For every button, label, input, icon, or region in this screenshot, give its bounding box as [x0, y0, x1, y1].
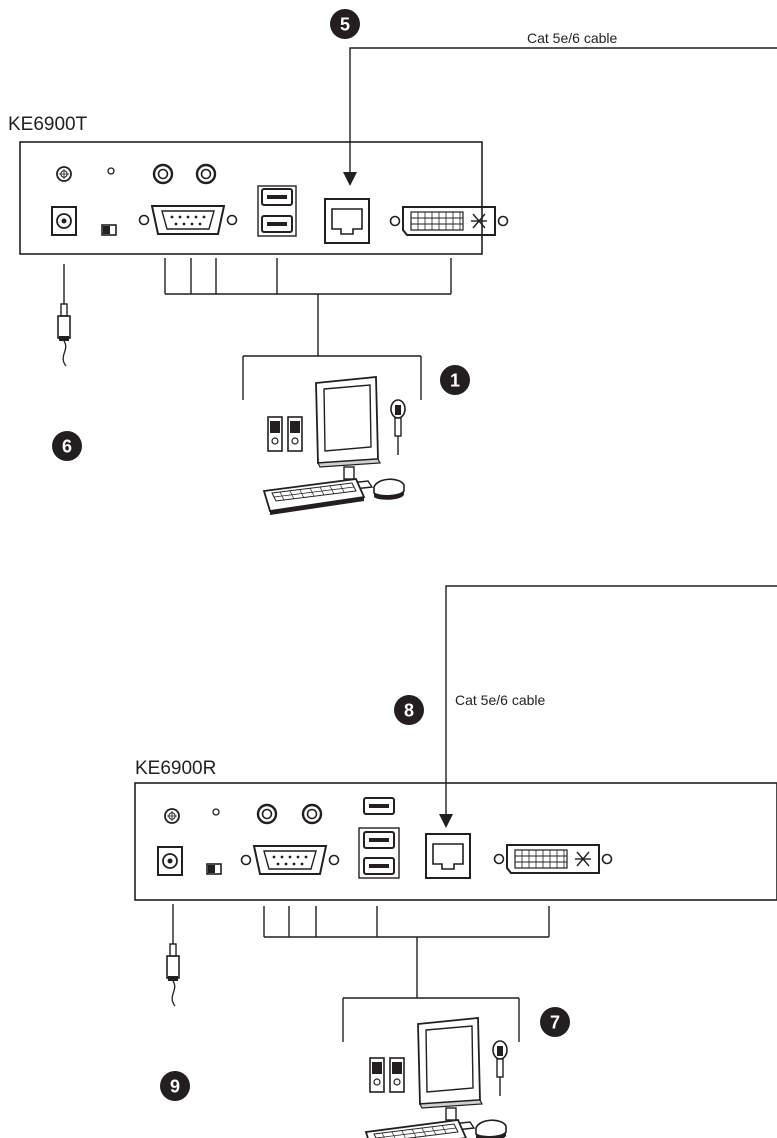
ground-icon — [164, 808, 180, 824]
rj45-port-icon — [324, 198, 370, 244]
usb-port-icon — [363, 797, 395, 815]
console-devices — [263, 376, 406, 516]
audio-jack-icon — [256, 803, 278, 825]
callout-7: 7 — [540, 1007, 570, 1037]
receiver-panel — [134, 782, 777, 901]
receiver-unit: KE6900R Cat 5e/6 cable — [134, 585, 777, 1138]
serial-port-icon — [240, 845, 340, 875]
usb-port-icon — [363, 857, 395, 875]
arrow-icon — [343, 172, 357, 186]
connection-bracket — [164, 258, 452, 400]
led-indicator — [212, 808, 220, 816]
callout-1: 1 — [440, 365, 470, 395]
console-devices — [365, 1017, 508, 1138]
power-adapter-icon — [166, 903, 180, 1007]
rj45-port-icon — [425, 833, 471, 879]
cable-label: Cat 5e/6 cable — [455, 692, 545, 708]
connection-bracket — [263, 906, 550, 1042]
ground-icon — [56, 166, 72, 182]
audio-jack-icon — [195, 163, 217, 185]
callout-6: 6 — [52, 431, 82, 461]
audio-jack-icon — [301, 803, 323, 825]
svg-text:7: 7 — [550, 1013, 560, 1033]
usb-port-icon — [261, 188, 293, 206]
callout-8: 8 — [394, 695, 424, 725]
transmitter-panel — [19, 141, 483, 255]
svg-text:9: 9 — [170, 1077, 180, 1097]
arrow-icon — [439, 814, 453, 828]
power-jack-icon — [51, 206, 77, 236]
callout-9: 9 — [160, 1071, 190, 1101]
transmitter-label: KE6900T — [8, 114, 88, 135]
svg-text:5: 5 — [340, 15, 350, 35]
usb-port-icon — [261, 215, 293, 233]
serial-port-icon — [138, 205, 238, 235]
dvi-port-icon — [389, 206, 509, 236]
power-adapter-icon — [57, 263, 71, 367]
callout-5: 5 — [330, 9, 360, 39]
svg-text:6: 6 — [62, 437, 72, 457]
receiver-label: KE6900R — [135, 758, 216, 779]
usb-port-icon — [363, 831, 395, 849]
audio-jack-icon — [152, 163, 174, 185]
cat-cable-line — [445, 585, 777, 822]
cat-cable-line — [349, 47, 777, 180]
led-indicator — [107, 167, 115, 175]
transmitter-unit: KE6900T Cat 5e/6 cable — [8, 30, 777, 516]
switch-icon — [206, 863, 222, 875]
switch-icon — [101, 224, 117, 236]
dvi-port-icon — [493, 844, 613, 874]
svg-text:8: 8 — [404, 701, 414, 721]
svg-text:1: 1 — [450, 371, 460, 391]
cable-label: Cat 5e/6 cable — [527, 30, 617, 46]
power-jack-icon — [157, 846, 183, 876]
